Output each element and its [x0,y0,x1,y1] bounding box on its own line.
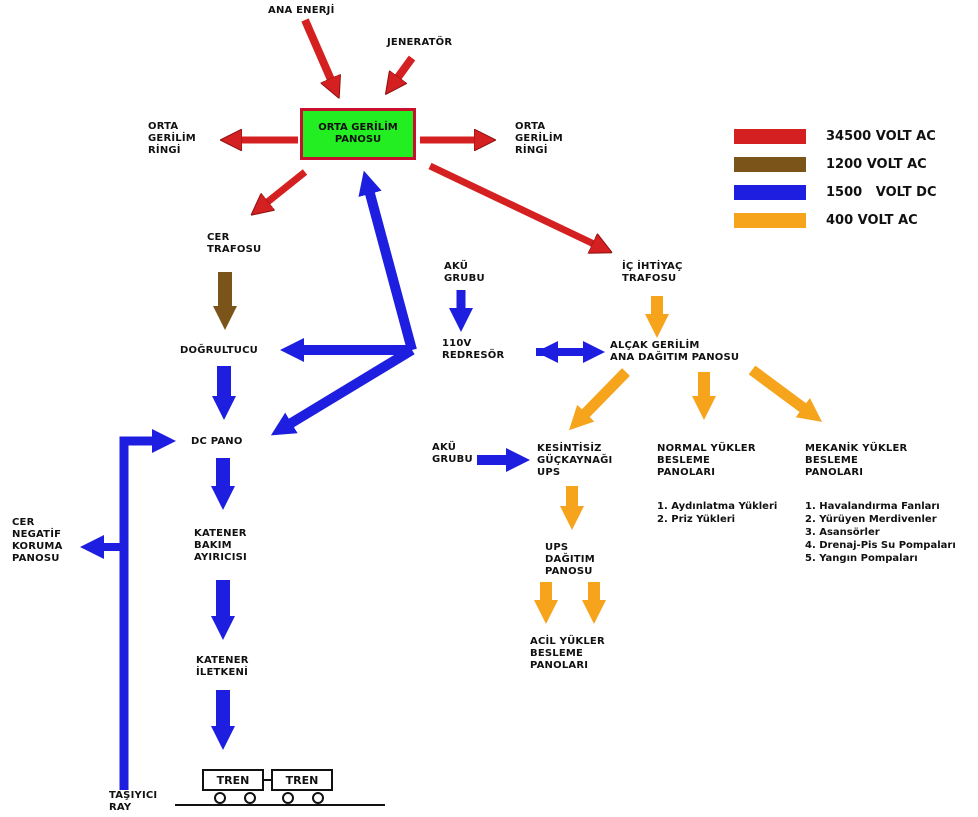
legend-item: 1500 VOLT DC [734,183,974,203]
arrow-panel-to-traction-transformer [265,169,308,204]
dc-panel-label: DC PANO [191,436,243,447]
arrow-junction-to-dc-panel [270,345,415,436]
train-wheel [312,792,324,804]
legend-label: 34500 VOLT AC [826,129,936,144]
catenary-conductor-label: KATENER İLETKENİ [196,655,249,678]
orange-arrows [534,296,823,624]
lv-main-panel-label: ALÇAK GERİLİM ANA DAĞITIM PANOSU [610,340,740,363]
legend-label: 1200 VOLT AC [826,157,927,172]
catenary-disconnector-label: KATENER BAKIM AYIRICISI [194,528,247,563]
ups-label: KESİNTİSİZ GÜÇKAYNAĞI UPS [537,443,613,478]
list-item: 4. Drenaj-Pis Su Pompaları [805,540,956,551]
normal-loads-label: NORMAL YÜKLER BESLEME PANOLARI [657,443,756,478]
list-item: 3. Asansörler [805,527,880,538]
list-item: 2. Priz Yükleri [657,514,736,525]
train-car-2: TREN [271,769,333,791]
running-rail-label: TAŞIYICI RAY [109,790,158,813]
legend-item: 1200 VOLT AC [734,155,974,175]
list-item: 1. Aydınlatma Yükleri [657,501,778,512]
arrow-lv-panel-to-mechanical-loads [748,365,823,422]
list-item: 1. Havalandırma Fanları [805,501,940,512]
legend-label: 400 VOLT AC [826,213,918,228]
mv-panel-label: ORTA GERİLİM PANOSU [318,122,398,145]
mechanical-loads-list: 1. Havalandırma Fanları 2. Yürüyen Merdi… [805,500,956,565]
train-label: TREN [285,773,319,787]
legend-label: 1500 VOLT DC [826,185,937,200]
rectifier-label: DOĞRULTUCU [180,345,258,356]
legend-item: 34500 VOLT AC [734,127,974,147]
legend-swatch [734,185,806,200]
arrow-main-energy-to-panel [301,18,332,82]
legend-swatch [734,157,806,172]
train-car-1: TREN [202,769,264,791]
generator-label: JENERATÖR [387,37,453,48]
traction-transformer-label: CER TRAFOSU [207,232,262,255]
train-wheel [244,792,256,804]
mv-ring-left-label: ORTA GERİLİM RİNGİ [148,121,196,156]
train-wheel [214,792,226,804]
train-wheel [282,792,294,804]
arrow-generator-to-panel [396,55,416,80]
rectifier-110v-label: 110V REDRESÖR [442,338,505,361]
arrow-panel-to-aux-transformer [428,162,596,245]
ups-distribution-label: UPS DAĞITIM PANOSU [545,542,595,577]
legend-swatch [734,129,806,144]
list-item: 2. Yürüyen Merdivenler [805,514,937,525]
main-energy-label: ANA ENERJİ [268,5,335,16]
mv-ring-right-label: ORTA GERİLİM RİNGİ [515,121,563,156]
red-arrows [238,18,596,245]
negative-protection-label: CER NEGATİF KORUMA PANOSU [12,517,63,564]
battery-group-1-label: AKÜ GRUBU [444,261,485,284]
battery-group-2-label: AKÜ GRUBU [432,442,473,465]
legend-swatch [734,213,806,228]
mechanical-loads-label: MEKANİK YÜKLER BESLEME PANOLARI [805,443,908,478]
mv-panel-box: ORTA GERİLİM PANOSU [300,108,416,160]
arrow-junction-to-panel [358,170,417,352]
blue-arrows [80,170,605,790]
rail-return-line [119,429,176,790]
emergency-loads-label: ACİL YÜKLER BESLEME PANOLARI [530,636,605,671]
list-item: 5. Yangın Pompaları [805,553,918,564]
aux-transformer-label: İÇ İHTİYAÇ TRAFOSU [622,261,683,284]
train-label: TREN [216,773,250,787]
normal-loads-list: 1. Aydınlatma Yükleri 2. Priz Yükleri [657,500,777,526]
arrow-lv-panel-to-ups [569,368,630,431]
legend-item: 400 VOLT AC [734,211,974,231]
